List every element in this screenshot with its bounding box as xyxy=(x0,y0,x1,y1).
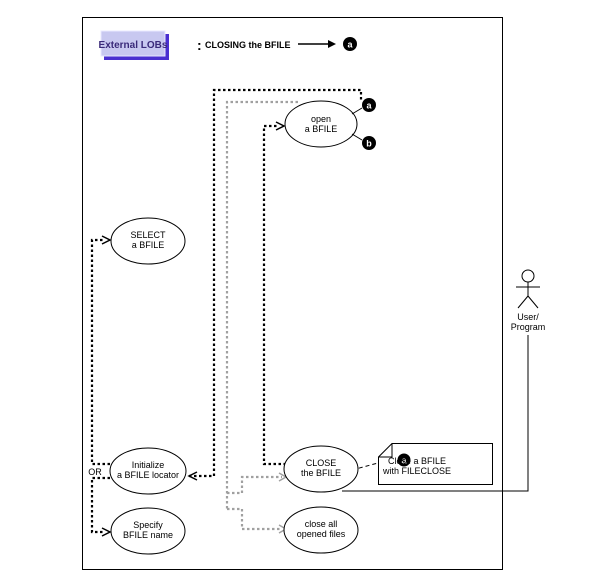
svg-text:opened files: opened files xyxy=(297,529,346,539)
arrowhead-open xyxy=(275,121,286,131)
open-badge-b: b xyxy=(351,133,376,150)
connector-close-to-open xyxy=(262,124,286,466)
note-line-2: with FILECLOSE xyxy=(382,466,451,476)
arrowhead-specify xyxy=(101,527,112,537)
connector-gray-to-close-all xyxy=(227,507,282,531)
svg-text:BFILE name: BFILE name xyxy=(123,530,173,540)
connector-initialize-to-specify xyxy=(90,476,110,534)
header-badge-a: a xyxy=(343,37,357,51)
arrowhead-select xyxy=(101,235,112,245)
svg-text:CLOSE: CLOSE xyxy=(306,458,337,468)
open-badge-a: a xyxy=(351,98,376,115)
external-lobs-button[interactable]: External LOBs xyxy=(99,30,169,60)
stick-figure-icon xyxy=(516,269,540,309)
note-line-1: Close a BFILE xyxy=(388,456,446,466)
svg-text:SELECT: SELECT xyxy=(130,230,166,240)
svg-text:a BFILE: a BFILE xyxy=(305,124,338,134)
diagram-frame xyxy=(82,17,503,570)
svg-text:Initialize: Initialize xyxy=(132,460,165,470)
external-lobs-label: External LOBs xyxy=(99,40,168,51)
svg-text:Specify: Specify xyxy=(133,520,163,530)
svg-text:a: a xyxy=(366,101,372,111)
note-badge-a xyxy=(397,453,411,467)
actor-user-program[interactable]: User/ Program xyxy=(511,269,546,332)
connector-gray-trunk xyxy=(225,100,298,509)
or-label: OR xyxy=(88,467,102,477)
svg-text:a BFILE locator: a BFILE locator xyxy=(117,470,179,480)
actor-label-line-2: Program xyxy=(511,322,546,332)
svg-text:b: b xyxy=(366,139,372,149)
actor-association-line xyxy=(342,335,529,492)
svg-text:a: a xyxy=(401,456,407,466)
actor-label-line-1: User/ xyxy=(517,312,539,322)
header-separator: : xyxy=(197,37,202,53)
use-case-select[interactable]: SELECT a BFILE xyxy=(110,217,186,265)
svg-text:close all: close all xyxy=(305,519,338,529)
use-case-open[interactable]: open a BFILE xyxy=(284,100,358,148)
connector-gray-to-close xyxy=(227,475,282,495)
use-case-specify[interactable]: Specify BFILE name xyxy=(110,507,186,555)
connector-initialize-to-select xyxy=(90,238,110,466)
arrowhead-initialize xyxy=(187,471,198,481)
use-case-initialize[interactable]: Initialize a BFILE locator xyxy=(109,447,187,495)
use-case-close[interactable]: CLOSE the BFILE xyxy=(283,445,359,493)
svg-text:the BFILE: the BFILE xyxy=(301,468,341,478)
header-title: CLOSING the BFILE xyxy=(205,40,291,50)
use-case-close-all[interactable]: close all opened files xyxy=(283,506,359,554)
note-link xyxy=(351,462,379,471)
right-arrow-icon xyxy=(298,40,336,48)
svg-text:a: a xyxy=(347,40,353,50)
svg-text:open: open xyxy=(311,114,331,124)
svg-text:a BFILE: a BFILE xyxy=(132,240,165,250)
connector-initialize-to-open xyxy=(189,88,363,478)
note-close-bfile: a Close a BFILE with FILECLOSE xyxy=(378,443,493,485)
